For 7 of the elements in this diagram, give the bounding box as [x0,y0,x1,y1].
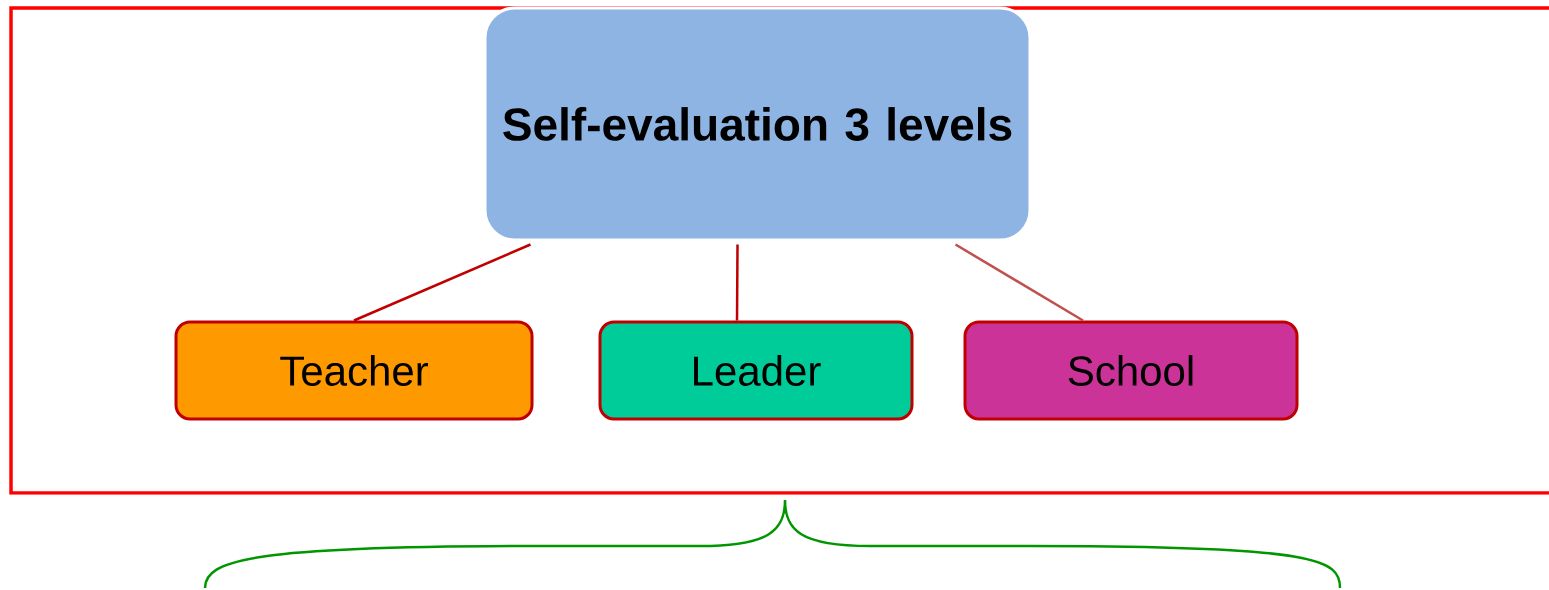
level-box: Leader [598,320,914,421]
connector-line [954,243,1084,322]
level-box: Teacher [174,320,534,421]
level-box: School [963,320,1299,421]
title-box: Self-evaluation 3 levels [483,6,1032,242]
connector-line [735,244,739,321]
connector-line [353,243,531,322]
